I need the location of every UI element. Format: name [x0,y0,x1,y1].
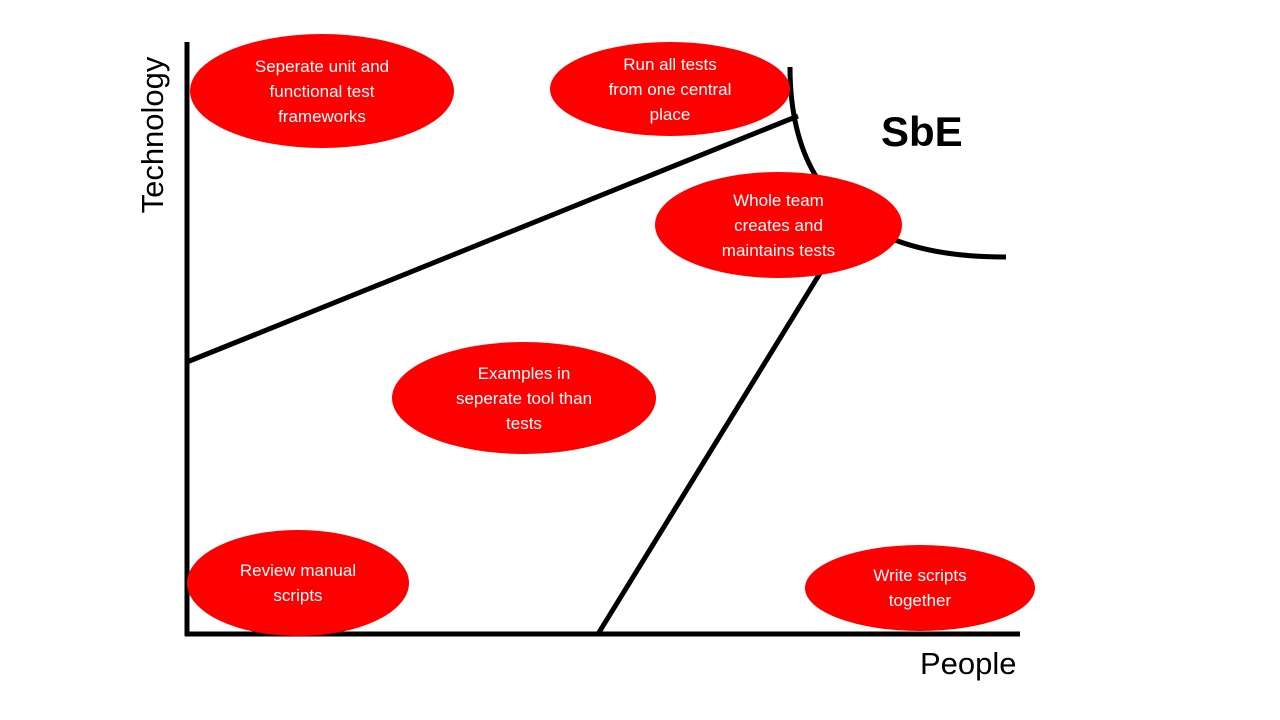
bubble-separate-frameworks: Seperate unit and functional test framew… [190,34,454,148]
bubble-review-manual-scripts: Review manual scripts [187,530,409,636]
people-boundary-line [595,268,825,636]
bubble-whole-team: Whole team creates and maintains tests [655,172,902,278]
bubble-write-scripts-together: Write scripts together [805,545,1035,631]
y-axis-label: Technology [135,56,170,214]
x-axis-label: People [920,646,1017,681]
bubble-examples-separate-tool: Examples in seperate tool than tests [392,342,656,454]
technology-boundary-line [186,113,799,365]
sbe-region-label: SbE [881,108,963,155]
bubble-run-all-tests: Run all tests from one central place [550,42,790,136]
